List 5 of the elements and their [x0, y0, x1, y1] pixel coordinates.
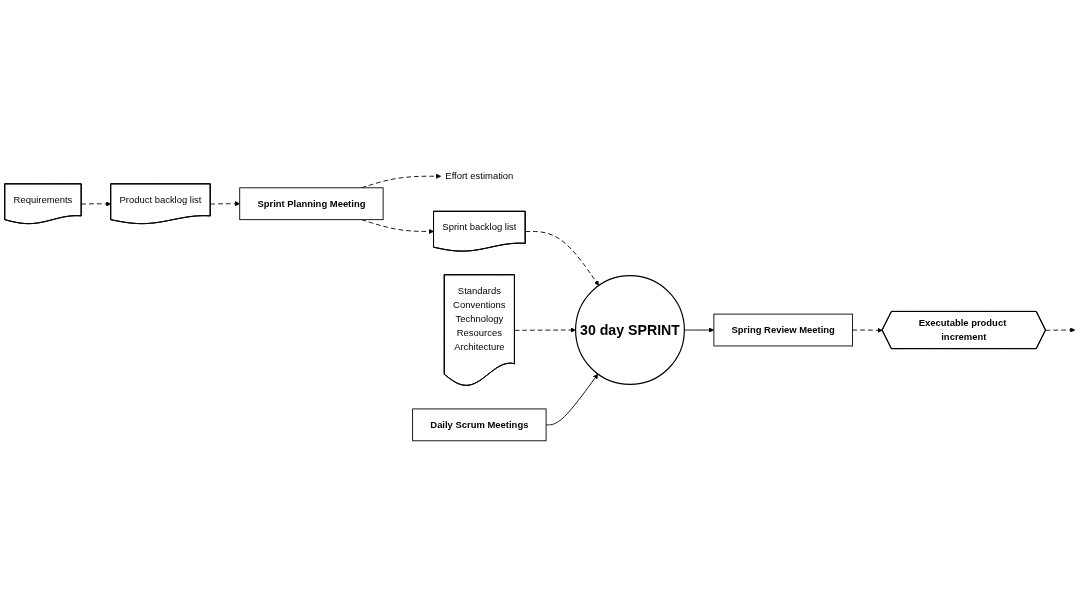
- node-box: Daily Scrum Meetings: [412, 408, 547, 441]
- node-circle: 30 day SPRINT: [575, 274, 685, 385]
- node-box: Sprint Planning Meeting: [239, 187, 384, 220]
- node-box: Spring Review Meeting: [713, 313, 854, 347]
- node-text: Effort estimation: [445, 170, 514, 181]
